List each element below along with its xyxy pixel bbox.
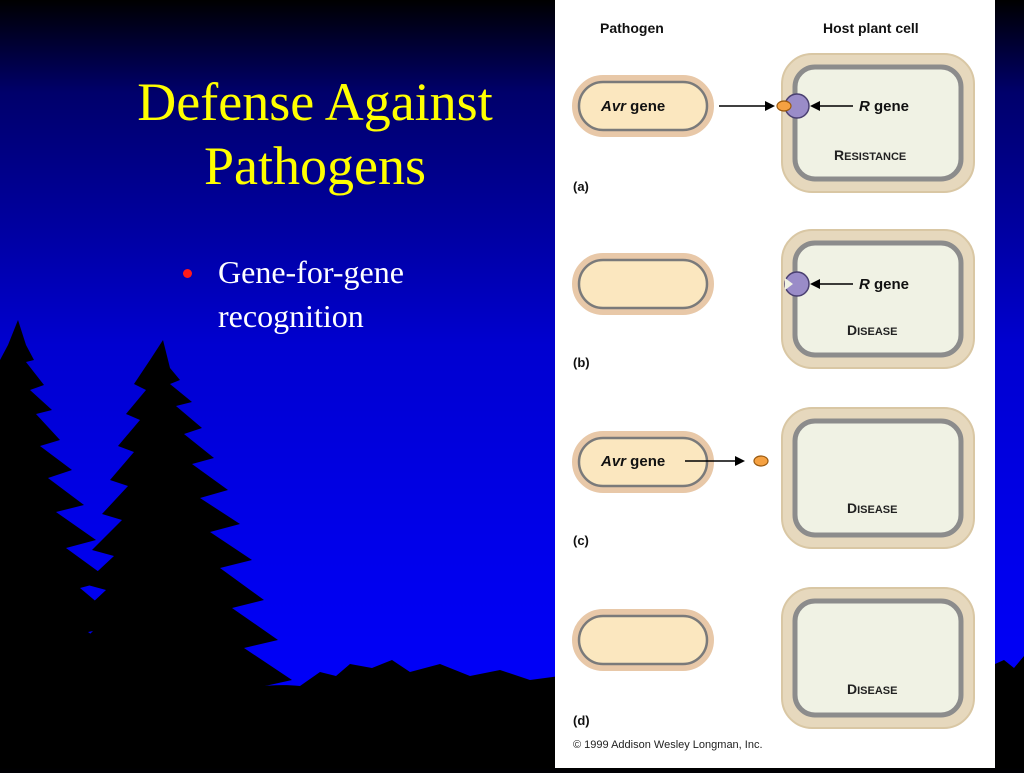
r-gene-label: R gene	[859, 276, 909, 293]
r-arrow-head-icon	[810, 101, 820, 111]
gene-word: gene	[870, 98, 909, 115]
pathogen-cell	[572, 253, 714, 315]
panel-label: (b)	[573, 355, 590, 370]
r-arrow-head-icon	[810, 279, 820, 289]
host-cell-membrane	[792, 64, 964, 182]
pathogen-cell	[572, 609, 714, 671]
outcome-label: DISEASE	[847, 681, 897, 697]
outcome-rest: ISEASE	[857, 685, 897, 697]
pathogen-cell-outline	[577, 80, 709, 132]
outcome-rest: ISEASE	[857, 326, 897, 338]
figure-svg: Pathogen Host plant cell Avr gene R gene…	[572, 20, 975, 751]
outcome-cap: D	[847, 681, 857, 697]
elicitor-icon	[776, 100, 792, 112]
outcome-cap: D	[847, 500, 857, 516]
gene-for-gene-figure: Pathogen Host plant cell Avr gene R gene…	[555, 0, 995, 768]
pathogen-cell	[572, 431, 714, 493]
host-cell-membrane	[792, 418, 964, 538]
bullet-item: Gene-for-gene recognition	[180, 250, 510, 338]
arrow-head-icon	[735, 456, 745, 466]
outcome-label: DISEASE	[847, 500, 897, 516]
slide-title: Defense Against Pathogens	[80, 70, 550, 198]
copyright-text: © 1999 Addison Wesley Longman, Inc.	[573, 739, 763, 751]
panel-a: Avr gene R gene RESISTANCE (a)	[572, 53, 975, 194]
outcome-cap: D	[847, 322, 857, 338]
bullet-text-line2: recognition	[218, 298, 364, 334]
avr-italic: Avr	[600, 98, 627, 115]
bullet-dot-icon	[183, 269, 192, 278]
outcome-label: RESISTANCE	[834, 147, 906, 163]
panel-label: (d)	[573, 713, 590, 728]
pathogen-cell-outline	[577, 436, 709, 488]
gene-word: gene	[626, 98, 665, 115]
avr-italic: Avr	[600, 453, 627, 470]
r-gene-label: R gene	[859, 98, 909, 115]
outcome-rest: ESISTANCE	[844, 151, 906, 163]
panel-label: (c)	[573, 533, 589, 548]
outcome-cap: R	[834, 147, 844, 163]
gene-word: gene	[626, 453, 665, 470]
panel-b: R gene DISEASE (b)	[572, 229, 975, 370]
outcome-label: DISEASE	[847, 322, 897, 338]
outcome-rest: ISEASE	[857, 504, 897, 516]
avr-gene-label: Avr gene	[600, 98, 665, 115]
panel-d: DISEASE (d)	[572, 587, 975, 729]
right-hill-silhouette	[995, 656, 1024, 768]
slide-title-line2: Pathogens	[204, 136, 426, 196]
arrow-head-icon	[765, 101, 775, 111]
bullet-list: Gene-for-gene recognition	[180, 250, 510, 338]
elicitor-icon	[753, 455, 769, 467]
bullet-text-line1: Gene-for-gene	[218, 254, 404, 290]
header-pathogen: Pathogen	[600, 20, 664, 36]
slide-title-line1: Defense Against	[137, 72, 493, 132]
host-cell-membrane	[792, 240, 964, 358]
pathogen-cell-outline	[577, 614, 709, 666]
receptor-notch	[785, 278, 793, 290]
center-pine-tree-icon	[40, 340, 300, 768]
pathogen-cell-outline	[577, 258, 709, 310]
hill-silhouette	[0, 660, 560, 768]
avr-gene-label: Avr gene	[600, 453, 665, 470]
header-host: Host plant cell	[823, 20, 919, 36]
r-italic: R	[859, 98, 870, 115]
panel-c: Avr gene DISEASE (c)	[572, 407, 975, 549]
panel-label: (a)	[573, 179, 589, 194]
r-italic: R	[859, 276, 870, 293]
host-cell-membrane	[792, 598, 964, 718]
pathogen-cell	[572, 75, 714, 137]
gene-word: gene	[870, 276, 909, 293]
